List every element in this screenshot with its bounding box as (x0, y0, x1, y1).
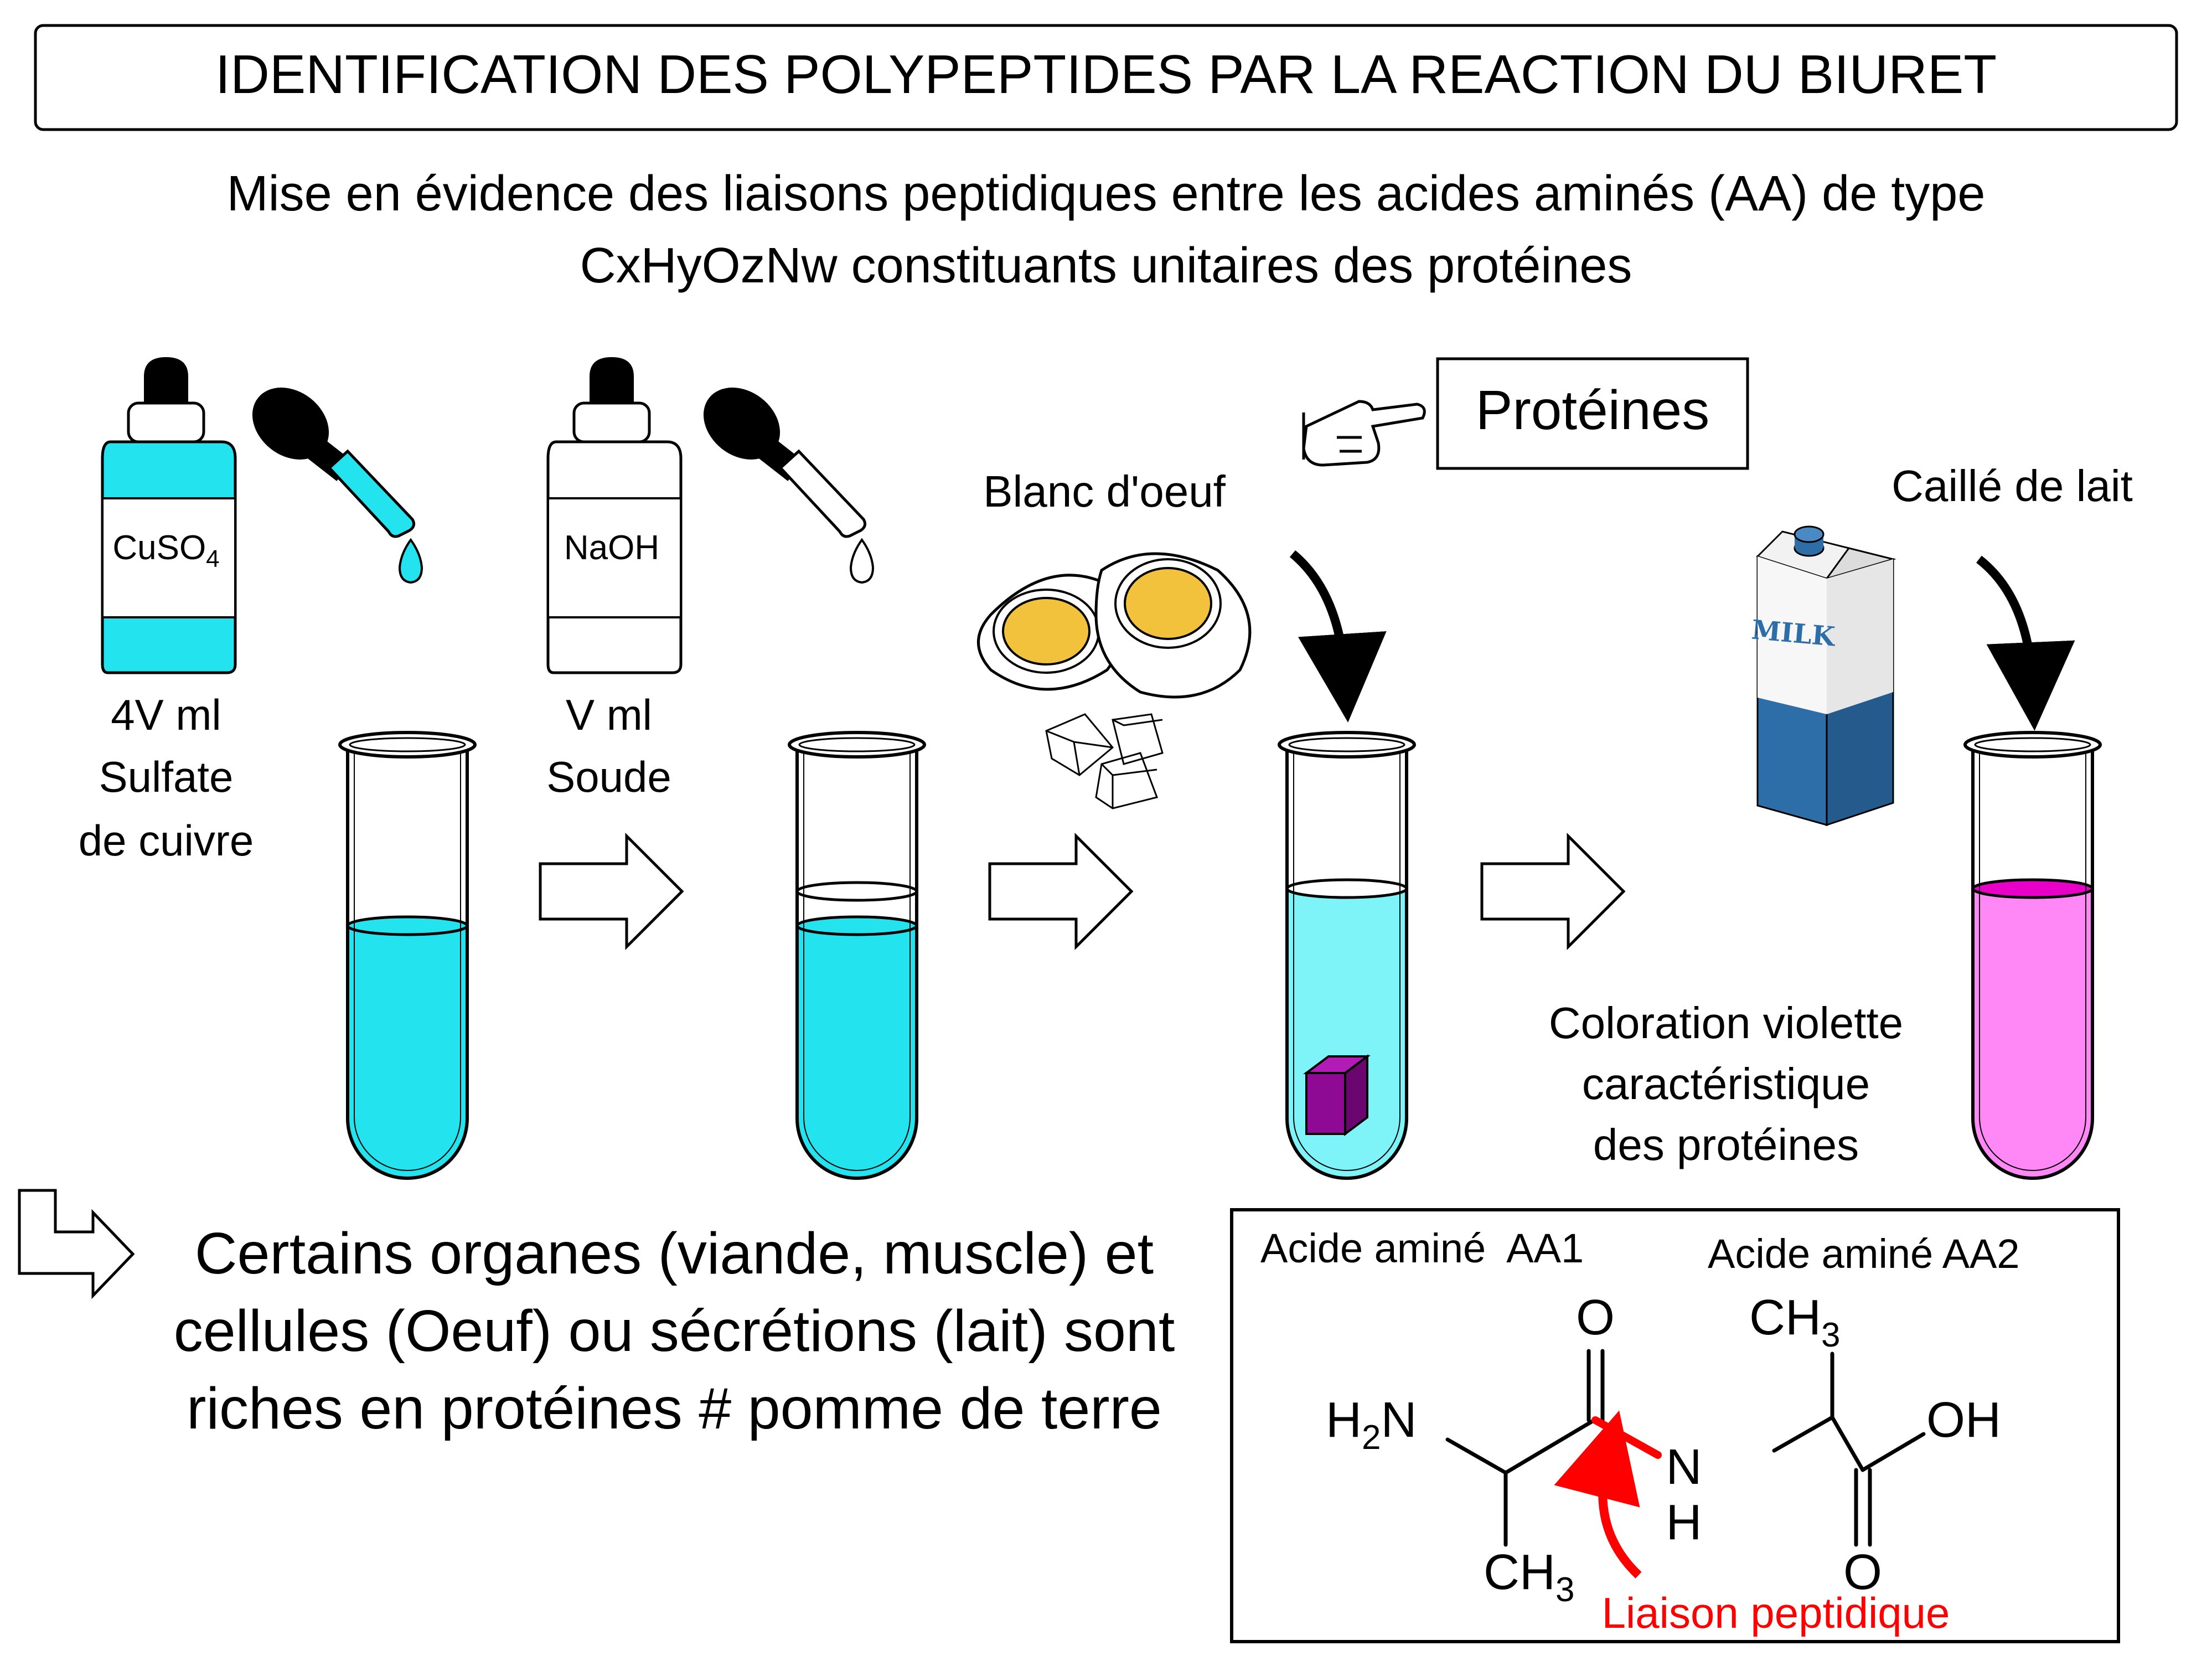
cuso4-name-line-2: de cuivre (79, 816, 254, 865)
atom-h: H (1666, 1495, 1702, 1550)
milk-arrow (1976, 555, 2075, 731)
naoh-name: Soude (546, 752, 671, 801)
cuso4-bottle: CuSO4 (101, 357, 237, 674)
cuso4-name-line-1: Sulfate (99, 752, 234, 801)
step-arrow-1 (539, 832, 684, 951)
test-tube-4 (1963, 731, 2102, 1180)
egg-white-label: Blanc d'oeuf (983, 467, 1226, 516)
naoh-dropper (703, 388, 875, 584)
peptide-bond-label: Liaison peptidique (1602, 1588, 1950, 1637)
subtitle-line-1: Mise en évidence des liaisons peptidique… (227, 166, 1986, 221)
aa2-label: Acide aminé AA2 (1708, 1231, 2020, 1277)
naoh-label: NaOH (564, 529, 659, 567)
subtitle-line-2: CxHyOzNw constituants unitaires des prot… (580, 238, 1632, 293)
title-box (34, 24, 2178, 131)
milk-carton-label: MILK (1750, 615, 1838, 653)
atom-o-top: O (1576, 1290, 1615, 1345)
milk-curd-label: Caillé de lait (1891, 461, 2133, 510)
cuso4-volume: 4V ml (111, 690, 221, 739)
step-arrow-2 (988, 832, 1134, 951)
proteins-label: Protéines (1476, 379, 1709, 441)
peptide-bond-arrow (1554, 1410, 1642, 1579)
naoh-volume: V ml (566, 690, 652, 739)
egg-arrow (1289, 550, 1387, 723)
atom-n: N (1666, 1440, 1702, 1495)
atom-o-bottom: O (1843, 1545, 1882, 1600)
cuso4-dropper (252, 388, 423, 584)
proteins-box (1436, 357, 1749, 470)
atom-h2n: H2N (1326, 1392, 1417, 1457)
atom-ch3-bottom: CH3 (1484, 1545, 1574, 1609)
test-tube-2 (788, 731, 926, 1180)
test-tube-3 (1278, 731, 1416, 1180)
cuso4-label: CuSO4 (112, 529, 219, 572)
aa1-label: Acide aminé AA1 (1260, 1225, 1584, 1271)
naoh-bottle: NaOH (546, 357, 683, 674)
atom-oh: OH (1926, 1392, 2001, 1448)
result-line-2: caractéristique (1582, 1059, 1870, 1108)
conclusion-line-1: Certains organes (viande, muscle) et (195, 1221, 1154, 1286)
step-arrow-3 (1480, 832, 1626, 951)
pointing-hand-icon (1302, 400, 1426, 467)
result-line-1: Coloration violette (1549, 998, 1903, 1048)
atom-ch3-top: CH3 (1749, 1290, 1840, 1354)
milk-carton-icon: MILK (1750, 525, 1896, 827)
molecule-box (1230, 1208, 2120, 1643)
conclusion-arrow (18, 1189, 135, 1299)
conclusion-line-2: cellules (Oeuf) ou sécrétions (lait) son… (174, 1298, 1175, 1364)
test-tube-1 (338, 731, 477, 1180)
egg-white-cubes (1045, 713, 1164, 809)
conclusion-line-3: riches en protéines # pomme de terre (187, 1376, 1162, 1441)
page-title: IDENTIFICATION DES POLYPEPTIDES PAR LA R… (215, 44, 1997, 105)
egg-white-cube (1303, 1054, 1371, 1136)
result-line-3: des protéines (1593, 1120, 1859, 1169)
boiled-eggs (977, 552, 1252, 699)
